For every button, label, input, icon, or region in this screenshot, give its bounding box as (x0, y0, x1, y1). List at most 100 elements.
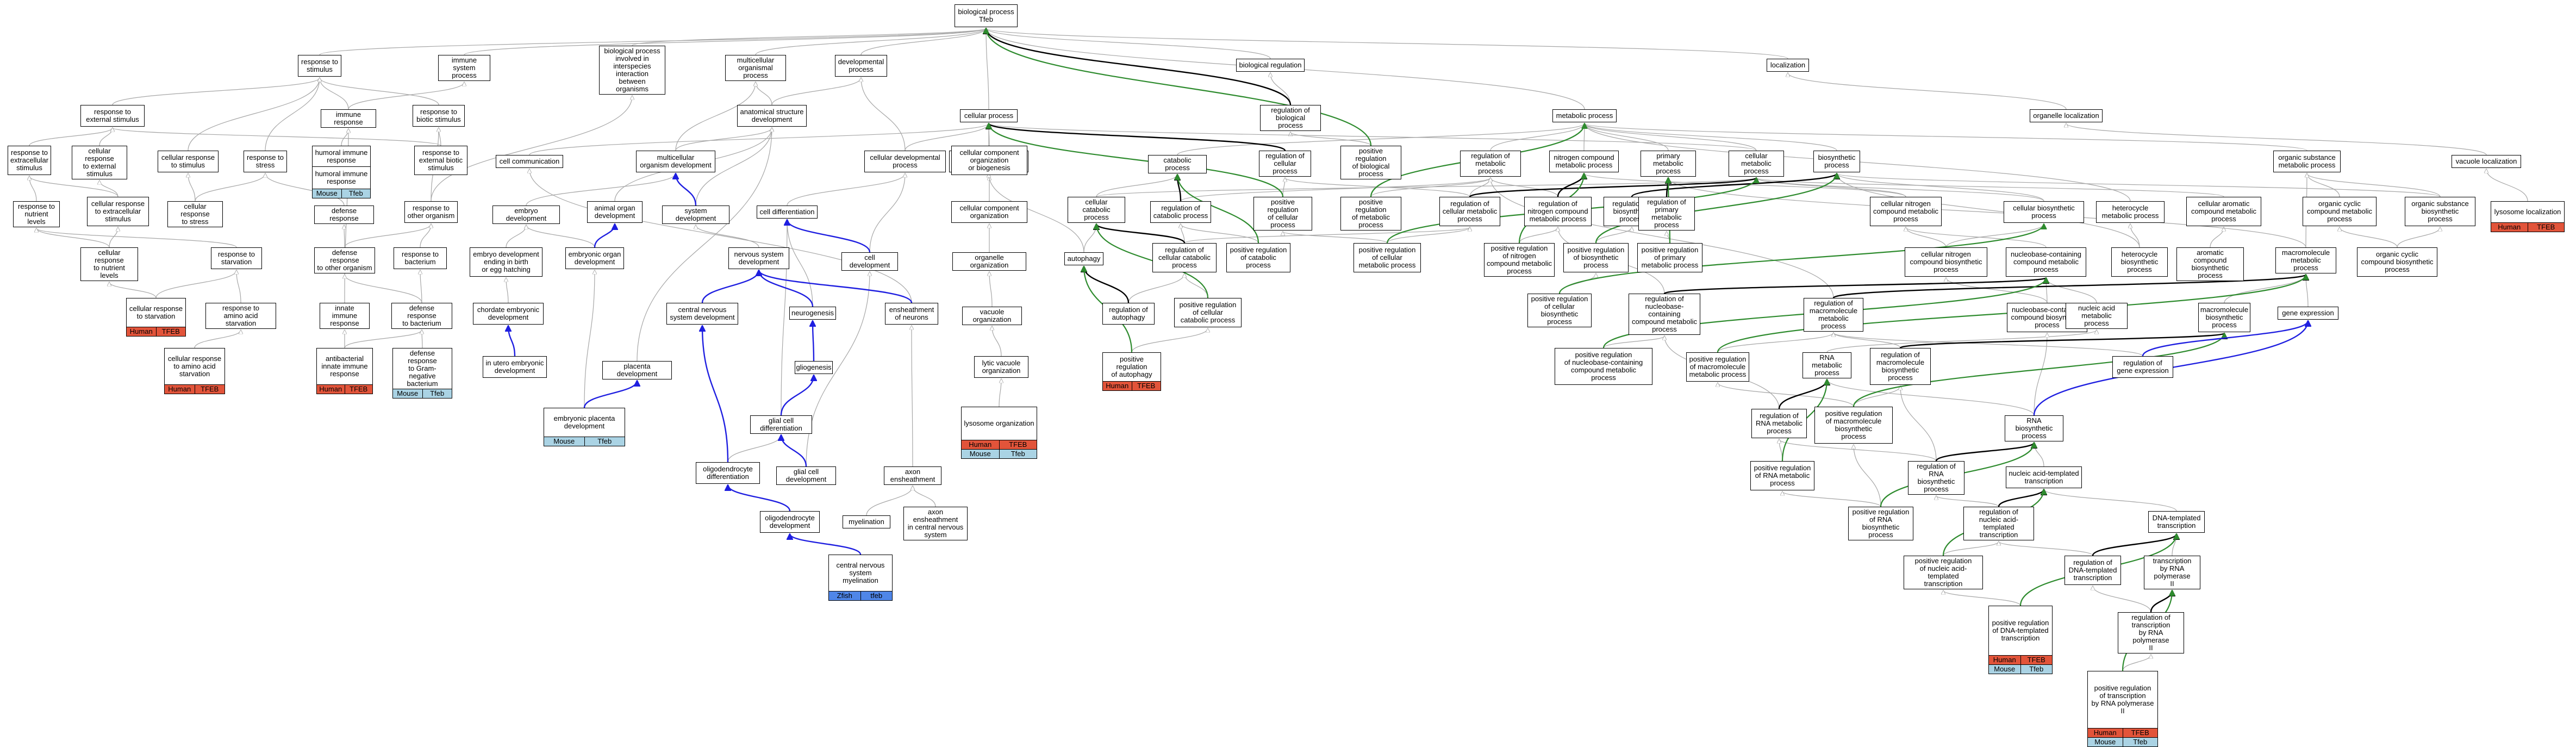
go-term-hir[interactable]: humoral immune response (312, 146, 371, 167)
go-term-cncmp[interactable]: cellular nitrogen compound metabolic pro… (1870, 197, 1942, 226)
go-term-rtaas[interactable]: response to amino acid starvation (205, 303, 276, 329)
go-term-rorbp[interactable]: regulation of RNA biosynthetic process (1908, 461, 1964, 495)
go-term-porrbp[interactable]: positive regulation of RNA biosynthetic … (1848, 507, 1913, 540)
go-term-pornatt[interactable]: positive regulation of nucleic acid-temp… (1904, 556, 1983, 589)
go-term-crtecs[interactable]: cellular response to extracellular stimu… (87, 197, 149, 226)
go-term-cncbp[interactable]: cellular nitrogen compound biosynthetic … (1905, 247, 1987, 277)
go-term-rogexp[interactable]: regulation of gene expression (2112, 356, 2173, 378)
go-term-namp[interactable]: nucleic acid metabolic process (2066, 303, 2128, 329)
go-term-ccod[interactable]: cellular component organization or bioge… (951, 146, 1027, 175)
go-term-ae[interactable]: axon ensheathment (884, 466, 941, 485)
go-term-dtt[interactable]: DNA-templated transcription (2148, 511, 2205, 533)
go-term-ronatt[interactable]: regulation of nucleic acid-templated tra… (1963, 507, 2034, 540)
go-term-osbp[interactable]: organic substance biosynthetic process (2405, 197, 2475, 226)
go-term-celldev[interactable]: cell development (841, 252, 898, 271)
go-term-ccomm[interactable]: cell communication (496, 155, 563, 168)
go-term-drtb[interactable]: defense response to bacterium (391, 303, 452, 329)
go-term-bp[interactable]: biological process Tfeb (955, 4, 1018, 27)
go-term-rtnl[interactable]: response to nutrient levels (13, 201, 60, 227)
go-term-cmp[interactable]: cellular metabolic process (1729, 151, 1784, 177)
go-term-nccmp[interactable]: nucleobase-containing compound metabolic… (2006, 247, 2086, 277)
go-term-vorg[interactable]: vacuole organization (962, 307, 1022, 325)
go-term-loc[interactable]: localization (1767, 59, 1809, 72)
go-term-pmp[interactable]: primary metabolic process (1641, 151, 1696, 177)
go-term-cacmp[interactable]: cellular aromatic compound metabolic pro… (2186, 197, 2261, 226)
go-term-rocp[interactable]: regulation of catabolic process (1150, 201, 1211, 223)
go-term-ced[interactable]: chordate embryonic development (473, 303, 544, 325)
go-term-breg[interactable]: biological regulation (1236, 59, 1305, 72)
go-term-crts[interactable]: cellular response to stimulus (158, 151, 219, 172)
go-term-aod[interactable]: animal organ development (587, 201, 643, 223)
go-term-rtoo[interactable]: response to other organism (404, 201, 458, 223)
go-term-pordtt[interactable]: positive regulation of DNA-templated tra… (1988, 606, 2053, 674)
go-term-cdiff[interactable]: cell differentiation (757, 206, 818, 219)
go-term-hmp[interactable]: heterocycle metabolic process (2096, 201, 2165, 223)
go-term-crtnl[interactable]: cellular response to nutrient levels (80, 247, 138, 281)
go-term-porcbp[interactable]: positive regulation of catabolic process (1226, 243, 1290, 272)
go-term-cdp[interactable]: cellular developmental process (864, 151, 946, 172)
go-term-asd[interactable]: anatomical structure development (737, 105, 807, 127)
go-term-rormp[interactable]: regulation of RNA metabolic process (1751, 409, 1807, 438)
go-term-gcd[interactable]: glial cell differentiation (750, 415, 812, 434)
go-term-oloc[interactable]: organelle localization (2030, 109, 2103, 122)
go-term-mmp[interactable]: macromolecule metabolic process (2275, 247, 2336, 273)
go-term-myel[interactable]: myelination (843, 515, 890, 528)
go-term-eon[interactable]: ensheathment of neurons (885, 303, 938, 325)
go-term-rodtt[interactable]: regulation of DNA-templated transcriptio… (2064, 556, 2121, 585)
go-term-dp[interactable]: developmental process (835, 55, 887, 77)
go-term-rnabp[interactable]: RNA biosynthetic process (2005, 415, 2063, 441)
go-term-iir[interactable]: innate immune response (320, 303, 370, 329)
go-term-rnamp[interactable]: RNA metabolic process (1802, 352, 1851, 378)
go-term-roncmp2[interactable]: regulation of nucleobase-containing comp… (1629, 294, 1700, 335)
go-term-occmp[interactable]: organic cyclic compound metabolic proces… (2303, 197, 2377, 226)
go-term-ropmp[interactable]: regulation of primary metabolic process (1638, 197, 1695, 231)
go-term-rtstarv[interactable]: response to starvation (211, 247, 262, 269)
go-term-gcdev[interactable]: glial cell development (776, 466, 836, 485)
go-term-ncmp[interactable]: nitrogen compound metabolic process (1549, 151, 1619, 172)
go-term-mop[interactable]: multicellular organismal process (725, 55, 786, 81)
go-term-mbp[interactable]: macromolecule biosynthetic process (2198, 303, 2250, 332)
go-term-aecns[interactable]: axon ensheathment in central nervous sys… (903, 507, 968, 540)
go-term-osmp[interactable]: organic substance metabolic process (2273, 151, 2341, 172)
go-term-rombp[interactable]: regulation of macromolecule biosynthetic… (1870, 348, 1931, 385)
go-term-rtbs[interactable]: response to biotic stimulus (413, 105, 465, 127)
go-term-cco[interactable]: cellular component organization (951, 201, 1027, 223)
go-term-romp[interactable]: regulation of metabolic process (1460, 151, 1521, 177)
go-term-cnsd[interactable]: central nervous system development (666, 303, 738, 325)
go-term-isp[interactable]: immune system process (438, 55, 490, 81)
go-term-pornccmp[interactable]: positive regulation of nucleobase-contai… (1555, 348, 1652, 385)
go-term-cbsp[interactable]: cellular biosynthetic process (2004, 201, 2084, 223)
go-term-ir[interactable]: immune response (321, 109, 376, 128)
go-term-iued[interactable]: in utero embryonic development (483, 356, 547, 378)
go-term-bsp[interactable]: biosynthetic process (1813, 151, 1860, 172)
go-term-rtstress[interactable]: response to stress (244, 151, 287, 172)
go-term-occbp[interactable]: organic cyclic compound biosynthetic pro… (2357, 247, 2437, 277)
go-term-drtoo[interactable]: defense response (314, 206, 374, 224)
go-term-trp2[interactable]: transcription by RNA polymerase II (2144, 556, 2200, 589)
go-term-oorg[interactable]: organelle organization (952, 252, 1026, 271)
go-term-natt[interactable]: nucleic acid-templated transcription (2006, 466, 2082, 488)
go-term-crtstress[interactable]: cellular response to stress (167, 201, 223, 227)
go-term-mod[interactable]: multicellular organism development (636, 151, 715, 172)
go-term-rtes[interactable]: response to external stimulus (80, 105, 145, 127)
go-term-edeh[interactable]: embryo development ending in birth or eg… (470, 247, 542, 277)
go-term-lvo[interactable]: lytic vacuole organization (974, 356, 1028, 378)
go-term-pladev[interactable]: placenta development (602, 361, 672, 379)
go-term-porrmp[interactable]: positive regulation of RNA metabolic pro… (1750, 461, 1814, 490)
go-term-crtes[interactable]: cellular response to external stimulus (72, 146, 127, 179)
go-term-porcbsp[interactable]: positive regulation of cellular biosynth… (1527, 294, 1592, 327)
go-term-porncmp[interactable]: positive regulation of nitrogen compound… (1484, 243, 1555, 277)
go-term-autoph[interactable]: autophagy (1064, 252, 1103, 265)
go-term-odev[interactable]: oligodendrocyte development (760, 511, 820, 533)
go-term-acbp[interactable]: aromatic compound biosynthetic process (2176, 247, 2244, 281)
go-term-porcmp[interactable]: positive regulation of cellular metaboli… (1354, 243, 1421, 272)
go-term-crtaas[interactable]: cellular response to amino acid starvati… (164, 348, 225, 394)
go-term-porbp[interactable]: positive regulation of biological proces… (1340, 146, 1401, 179)
go-term-mp[interactable]: metabolic process (1552, 109, 1617, 122)
go-term-neurog[interactable]: neurogenesis (789, 307, 836, 320)
go-term-ccp[interactable]: cellular catabolic process (1068, 197, 1125, 223)
